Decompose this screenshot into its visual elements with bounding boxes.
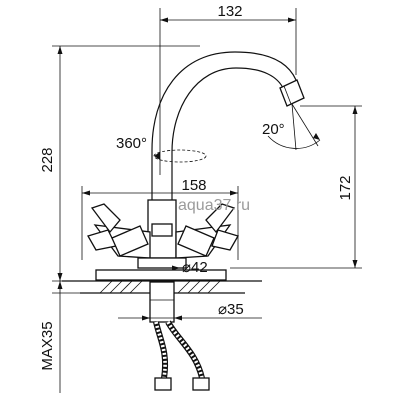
- dim-228-arrow-top: [57, 46, 63, 54]
- angle-line-vertical: [291, 103, 297, 151]
- watermark: aqua37.ru: [178, 197, 250, 214]
- base-flange: [137, 257, 187, 269]
- dim-158-label: 158: [181, 177, 206, 194]
- dim-132-arrow-left: [160, 17, 168, 23]
- dim-max35-label: MAX35: [39, 321, 56, 370]
- swivel-indicator: 360°: [116, 135, 207, 163]
- mount-plate: [95, 269, 227, 281]
- dim-228-label: 228: [39, 147, 56, 172]
- dim-172-arrow-bottom: [352, 260, 358, 268]
- dim-35-arrow-left: [142, 315, 150, 321]
- countertop: [62, 269, 262, 323]
- flexible-hoses: [153, 320, 210, 391]
- right-handle-lower: [211, 229, 239, 251]
- hose-left-nut: [154, 377, 172, 391]
- angle-arc-arrow: [313, 133, 320, 140]
- dim-42-arrow: [172, 265, 180, 271]
- dim-132-group: 132: [159, 3, 297, 175]
- dim-max35-arrow: [57, 281, 63, 289]
- dim-172-label: 172: [337, 175, 354, 200]
- center-nozzle: [151, 223, 173, 237]
- dim-158-group: 158: [81, 177, 239, 260]
- faucet-body: [87, 199, 239, 269]
- angle-arc: [267, 135, 321, 149]
- aerator: [279, 79, 305, 107]
- dim-132-arrow-right: [288, 17, 296, 23]
- left-valve-cap: [111, 225, 149, 257]
- dim-35-group: ⌀35: [118, 301, 262, 321]
- aerator-ring: [283, 85, 292, 105]
- angle-line-tilted: [291, 103, 319, 147]
- left-handle-upper: [90, 203, 121, 234]
- spout: 20°: [151, 51, 321, 200]
- dim-max35-group: MAX35: [39, 281, 80, 393]
- right-valve-cap: [177, 225, 215, 257]
- swivel-arrow: [154, 152, 160, 160]
- dim-172-arrow-top: [352, 106, 358, 114]
- hose-right-nut: [192, 377, 210, 391]
- spout-outer: [151, 51, 297, 200]
- right-handle-upper: [205, 203, 236, 234]
- dim-132-label: 132: [217, 3, 242, 20]
- spout-inner: [171, 67, 285, 200]
- swivel-label: 360°: [116, 135, 147, 152]
- hose-left-braid: [154, 321, 167, 379]
- dim-172-group: 172: [230, 105, 362, 269]
- hose-right-braid: [166, 321, 204, 379]
- dim-35-label: ⌀35: [218, 301, 244, 318]
- dim-158-arrow-left: [82, 190, 90, 196]
- dim-228-arrow-bottom: [57, 273, 63, 281]
- dim-42-group: ⌀42: [145, 259, 208, 276]
- dim-35-arrow-right: [174, 315, 182, 321]
- dim-158-arrow-right: [230, 190, 238, 196]
- aerator-angle-label: 20°: [262, 121, 285, 138]
- mounting-stud: [149, 281, 175, 323]
- swivel-ellipse: [153, 149, 207, 163]
- counter-hatching: [99, 280, 221, 294]
- dim-42-label: ⌀42: [182, 259, 208, 276]
